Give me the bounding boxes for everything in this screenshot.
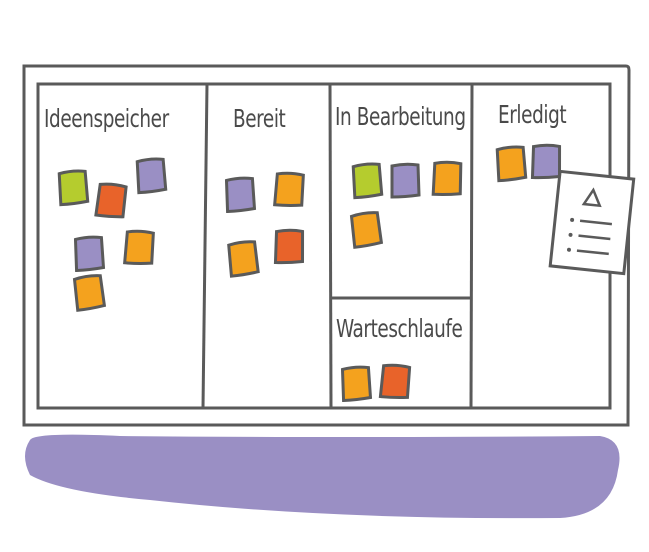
sticky-note-red [273,228,305,265]
sticky-note-orange [273,171,305,207]
sticky-note-purple [73,235,106,272]
column-divider [328,83,333,409]
board-shadow [25,434,620,519]
sticky-note-orange [72,274,107,312]
warning-icon [581,187,602,208]
column-divider [469,83,474,409]
sticky-note-orange [340,365,373,402]
column-title-erledigt: Erledigt [498,100,567,129]
sticky-note-orange [123,229,155,265]
column-title-bereit: Bereit [233,104,286,133]
sticky-note-green [351,162,384,200]
sticky-note-red [378,363,412,400]
column-divider [201,83,209,409]
sticky-note-purple [224,176,257,213]
board-inner-frame [36,82,612,410]
column-title-ideenspeicher: Ideenspeicher [44,104,169,133]
sticky-note-green [57,169,90,207]
attached-document [548,169,636,276]
sticky-note-orange [227,240,260,278]
sticky-note-purple [390,162,421,199]
sticky-note-purple [530,143,562,180]
board-outer-frame [22,64,631,427]
sticky-note-orange [349,211,384,249]
sticky-note-purple [135,157,168,195]
sticky-note-orange [495,145,528,183]
column-title-in-bearbeitung: In Bearbeitung [335,102,466,131]
waiting-title: Warteschlaufe [336,314,463,343]
sticky-note-red [94,182,128,219]
sticky-note-orange [431,160,463,197]
